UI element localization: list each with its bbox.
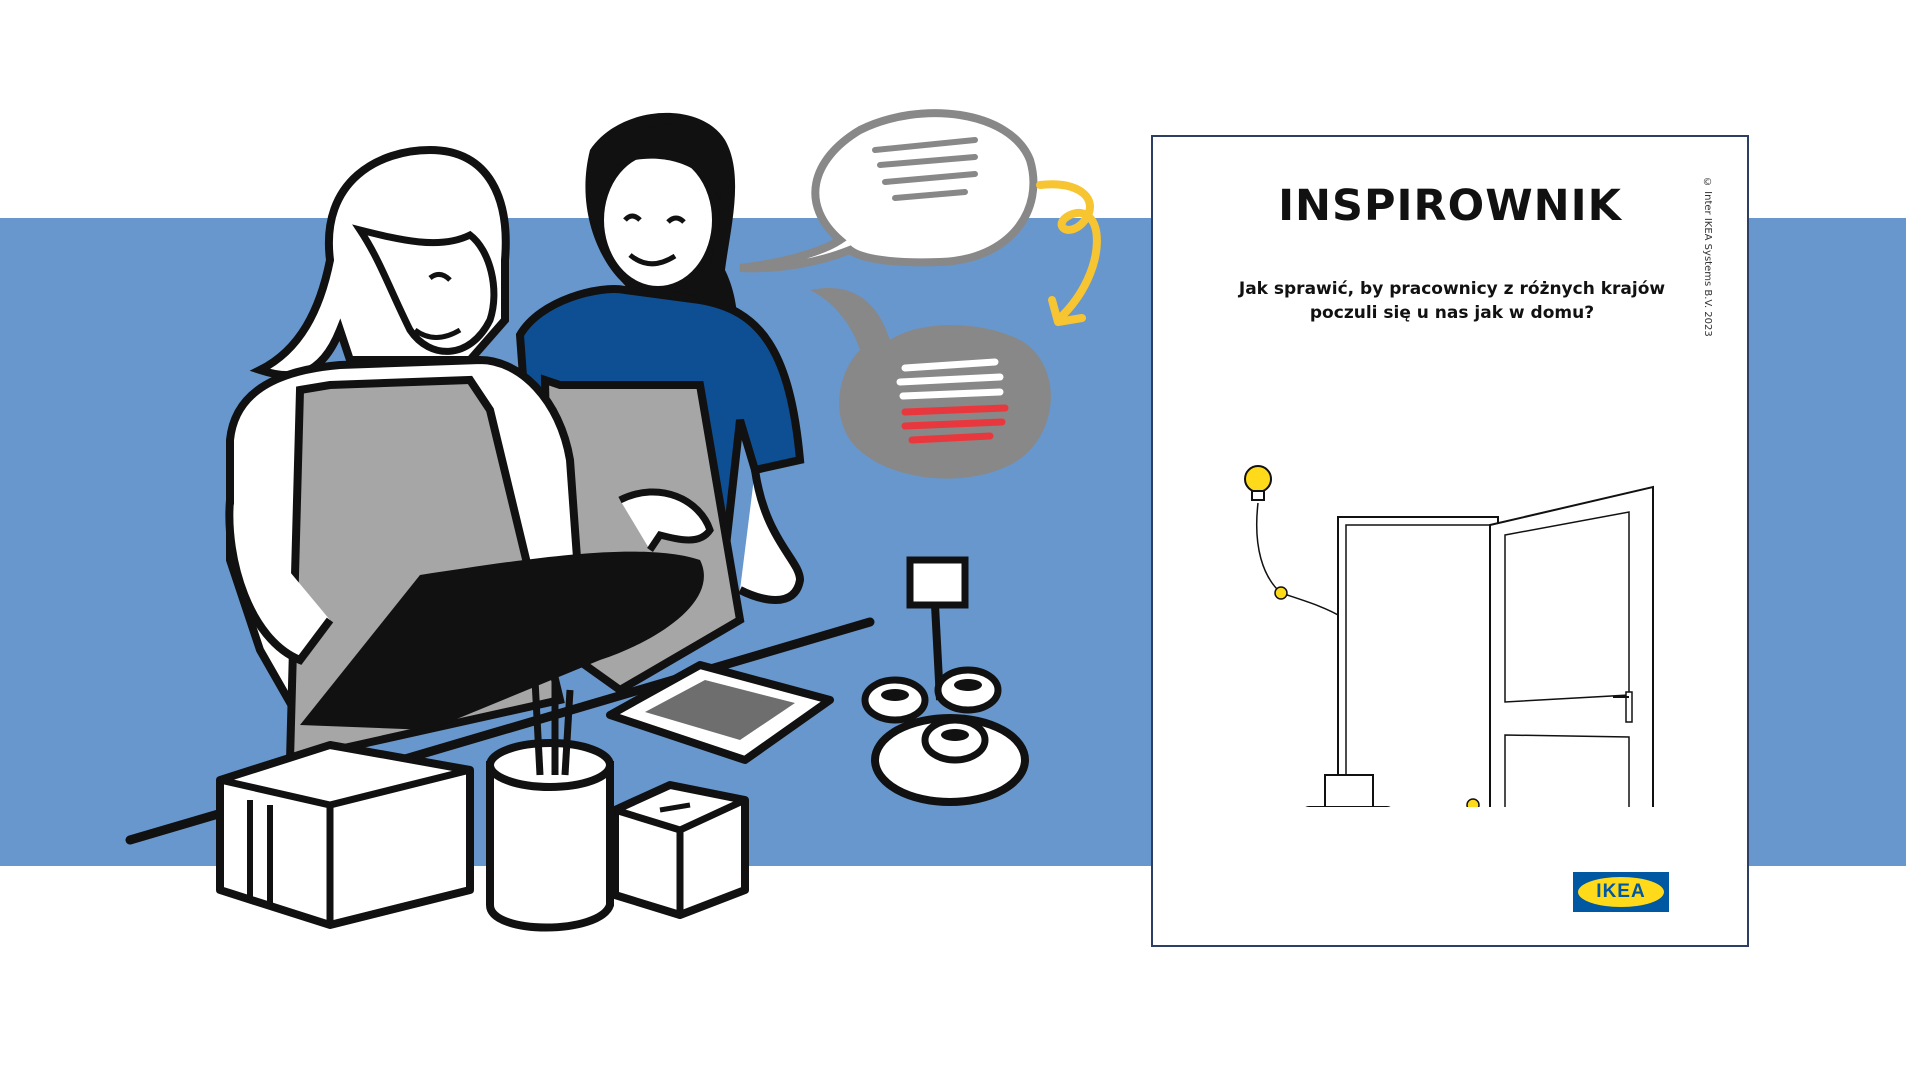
coworker-left (225, 145, 714, 766)
coworker-right (515, 112, 805, 695)
poster-door-luggage-illustration (1244, 465, 1654, 807)
tip-box (611, 781, 749, 919)
poster-copyright: © Inter IKEA Systems B.V. 2023 (1702, 177, 1713, 337)
poster-title: INSPIROWNIK (1278, 181, 1622, 231)
ikea-logo-text: IKEA (1596, 881, 1646, 902)
cup-display-stand (861, 556, 1029, 806)
inspirownik-poster: INSPIROWNIK Jak sprawić, by pracownicy z… (1151, 135, 1749, 947)
ikea-logo: IKEA (1573, 872, 1669, 912)
translation-arrow-icon (1036, 180, 1101, 326)
open-door-icon (1337, 485, 1654, 807)
speech-bubble-icon (739, 109, 1038, 273)
coworkers-illustration (125, 109, 1101, 932)
blue-suitcase-icon (1305, 774, 1391, 807)
light-bulb-icon (1244, 465, 1272, 501)
pen-holder (486, 672, 614, 932)
cardboard-box-left (216, 741, 474, 929)
poster-question: Jak sprawić, by pracownicy z różnych kra… (1238, 279, 1666, 323)
card-terminal (606, 661, 834, 764)
flag-speech-bubble-icon (810, 288, 1051, 479)
ikea-logo-oval: IKEA (1578, 877, 1664, 907)
